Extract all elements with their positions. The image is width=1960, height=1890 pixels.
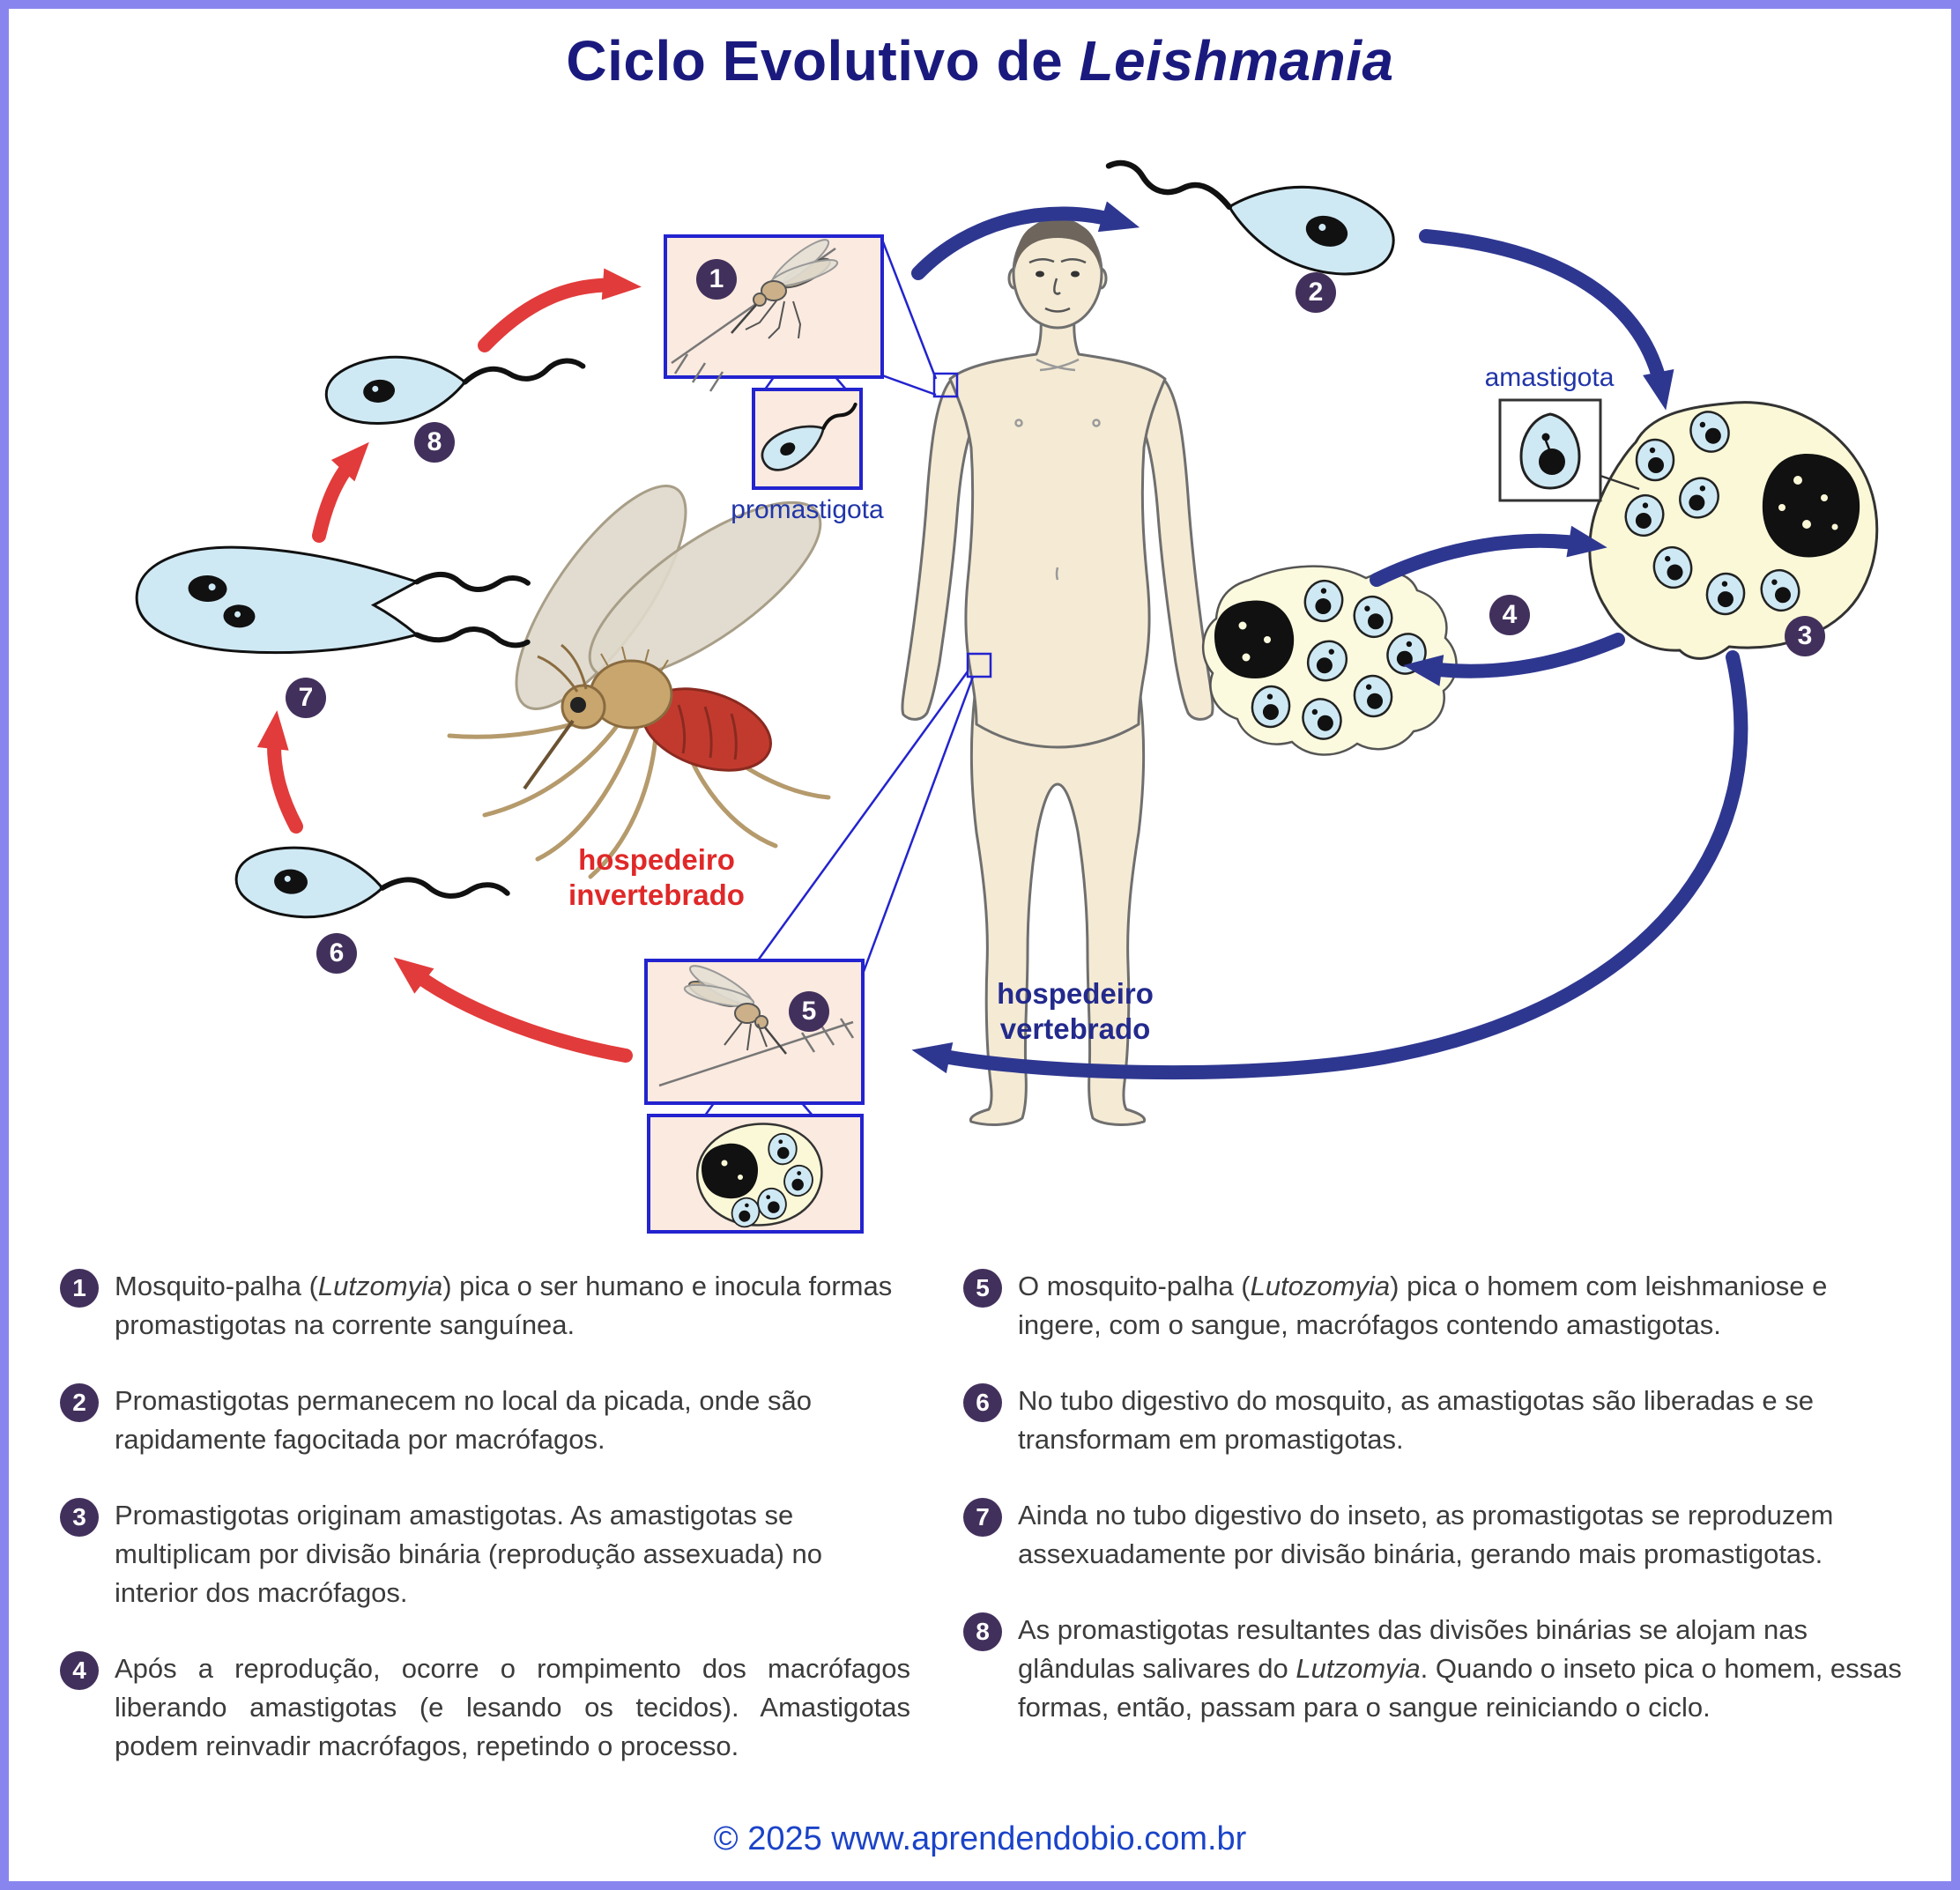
cycle-marker-1: 1 (696, 259, 737, 300)
promastigote-6 (234, 846, 510, 919)
step-item-8: 8 As promastigotas resultantes das divis… (963, 1611, 1918, 1727)
human-hair (1015, 220, 1100, 270)
step-text-6: No tubo digestivo do mosquito, as amasti… (1018, 1385, 1814, 1456)
copyright-footer: © 2025 www.aprendendobio.com.br (713, 1820, 1247, 1857)
promastigote-2 (1105, 159, 1395, 276)
cycle-marker-6: 6 (316, 933, 357, 974)
vertebrate-host-label: hospedeiro vertebrado (997, 977, 1154, 1045)
step-badge-3: 3 (60, 1498, 99, 1538)
human-figure (901, 217, 1214, 1126)
cycle-arrows-invertebrate (256, 268, 642, 1063)
step-text-5: O mosquito-palha (Lutozomyia) pica o hom… (1018, 1271, 1828, 1341)
arrow-7-to-8 (312, 441, 369, 543)
macrophage-3-nucleus (1762, 454, 1860, 558)
step-badge-4: 4 (60, 1651, 99, 1691)
step-badge-6: 6 (963, 1383, 1002, 1423)
cycle-marker-5: 5 (789, 991, 829, 1032)
step-text-8: As promastigotas resultantes das divisõe… (1018, 1614, 1902, 1723)
step-text-2: Promastigotas permanecem no local da pic… (115, 1385, 812, 1456)
cycle-diagram (135, 159, 1879, 1234)
step-item-2: 2 Promastigotas permanecem no local da p… (60, 1382, 910, 1459)
step-text-3: Promastigotas originam amastigotas. As a… (115, 1500, 822, 1609)
legend: 1 Mosquito-palha (Lutzomyia) pica o ser … (60, 1267, 1918, 1766)
bite-box-1 (664, 234, 884, 392)
arrow-box1-to-2 (911, 201, 1140, 280)
bite-box-5 (644, 959, 865, 1105)
cycle-marker-3: 3 (1785, 616, 1825, 656)
step-badge-8: 8 (963, 1612, 1002, 1652)
macrophage-inset (647, 1102, 864, 1234)
callout-connectors (756, 239, 992, 977)
arrow-8-to-box1 (478, 268, 642, 352)
bite-box-1-mosquito (731, 239, 839, 339)
step-text-7: Ainda no tubo digestivo do inseto, as pr… (1018, 1500, 1834, 1570)
human-right-arm (1139, 375, 1214, 721)
bite-site-arm (932, 372, 959, 398)
step-badge-1: 1 (60, 1269, 99, 1308)
cycle-marker-4: 4 (1489, 595, 1530, 635)
promastigote-8 (324, 355, 586, 425)
arrow-6-to-7 (256, 710, 303, 834)
invertebrate-host-label: hospedeiro invertebrado (568, 843, 745, 911)
cycle-marker-8: 8 (414, 422, 455, 463)
step-item-3: 3 Promastigotas originam amastigotas. As… (60, 1496, 910, 1612)
bite-site-hip (966, 652, 992, 678)
promastigote-inset (752, 376, 863, 490)
step-badge-5: 5 (963, 1269, 1002, 1308)
step-item-7: 7 Ainda no tubo digestivo do inseto, as … (963, 1496, 1918, 1574)
step-text-1: Mosquito-palha (Lutzomyia) pica o ser hu… (115, 1271, 893, 1341)
legend-left-column: 1 Mosquito-palha (Lutzomyia) pica o ser … (60, 1267, 910, 1766)
sandfly-eye (570, 697, 586, 713)
step-badge-7: 7 (963, 1498, 1002, 1538)
human-legs (969, 694, 1147, 1126)
arrow-4-to-3 (1370, 525, 1607, 587)
sandfly-illustration (447, 485, 831, 879)
step-item-1: 1 Mosquito-palha (Lutzomyia) pica o ser … (60, 1267, 910, 1345)
amastigote-inset (1498, 398, 1640, 502)
step-item-4: 4 Após a reprodução, ocorre o rompimento… (60, 1649, 910, 1766)
human-torso (948, 315, 1167, 749)
step-text-4: Após a reprodução, ocorre o rompimento d… (115, 1653, 910, 1762)
step-badge-2: 2 (60, 1383, 99, 1423)
macrophage-3 (1588, 401, 1879, 660)
cycle-marker-2: 2 (1296, 272, 1336, 313)
arrow-2-to-3 (1419, 229, 1674, 411)
human-left-arm (901, 375, 976, 721)
cycle-marker-7: 7 (286, 678, 326, 718)
bite-box-5-mosquito (683, 965, 787, 1055)
amastigote-label: amastigota (1484, 363, 1615, 392)
sandfly-proboscis (523, 719, 575, 790)
cycle-arrows-vertebrate (911, 201, 1748, 1080)
arrow-3-to-box5 (911, 650, 1748, 1080)
arrow-3-to-4 (1403, 633, 1625, 686)
macrophage-inset-nucleus (702, 1143, 758, 1199)
promastigote-label: promastigota (731, 495, 884, 524)
macrophage-4-ruptured (1201, 565, 1458, 756)
legend-right-column: 5 O mosquito-palha (Lutozomyia) pica o h… (963, 1267, 1918, 1766)
arrow-box5-to-6 (393, 957, 633, 1063)
macrophage-4-nucleus (1214, 600, 1295, 678)
page-title: Ciclo Evolutivo de Leishmania (566, 29, 1394, 93)
step-item-6: 6 No tubo digestivo do mosquito, as amas… (963, 1382, 1918, 1459)
promastigote-7-dividing (135, 545, 531, 655)
step-item-5: 5 O mosquito-palha (Lutozomyia) pica o h… (963, 1267, 1918, 1345)
